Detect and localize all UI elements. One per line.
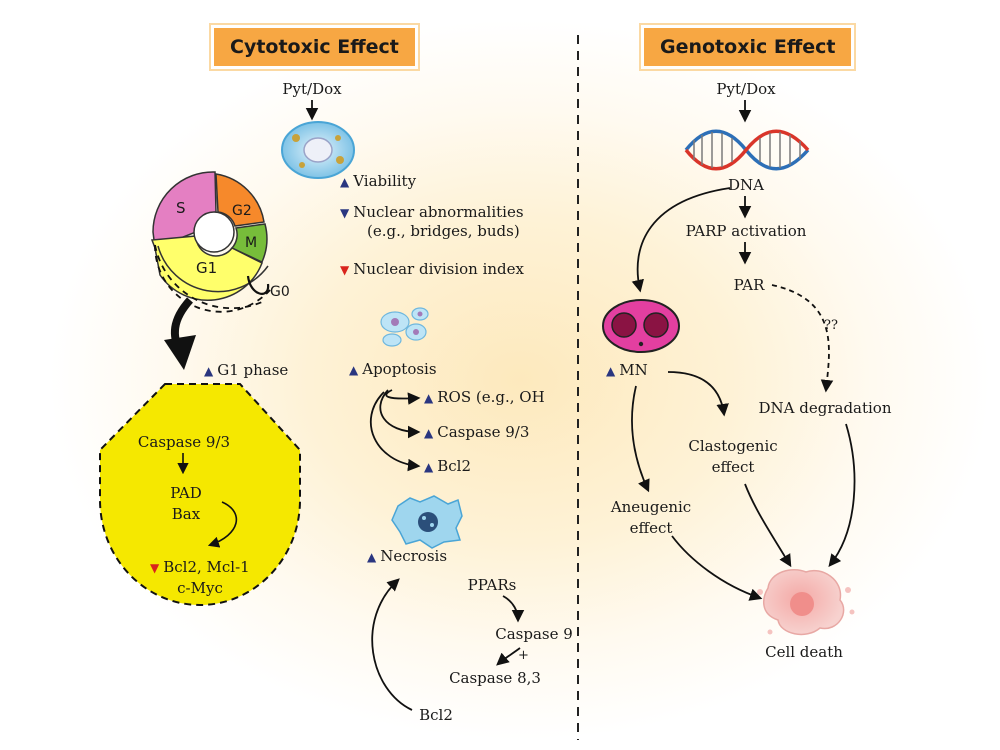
cytotoxic-effect-title: Cytotoxic Effect	[209, 23, 420, 71]
down-arrow-icon: ▼	[340, 263, 350, 277]
phase-g2-label: G2	[232, 203, 252, 219]
necrosis-label: ▲Necrosis	[367, 547, 448, 565]
cell-cycle-diagram	[150, 171, 271, 313]
nuclear-abnormalities-label: ▼Nuclear abnormalities	[340, 203, 524, 221]
parp-activation-label: PARP activation	[685, 222, 807, 240]
phase-g0-label: G0	[270, 284, 290, 300]
plus-sign: +	[518, 648, 529, 663]
mn-label: ▲MN	[606, 361, 648, 379]
down-arrow-icon: ▼	[150, 561, 160, 575]
viability-label: ▲Viability	[340, 172, 417, 190]
g1-phase-label: ▲G1 phase	[204, 361, 289, 379]
up-arrow-icon: ▲	[204, 364, 214, 378]
nuclear-abnormalities-example: (e.g., bridges, buds)	[367, 222, 520, 240]
up-arrow-icon: ▲	[367, 550, 377, 564]
apoptotic-cells-icon	[380, 307, 429, 347]
clastogenic-effect-label: effect	[711, 458, 755, 476]
caspase9-label: Caspase 9	[495, 625, 573, 643]
dna-helix-icon	[684, 129, 810, 171]
genotoxic-effect-title: Genotoxic Effect	[638, 23, 857, 71]
dead-cell-icon	[757, 568, 855, 636]
cmyc-label: c-Myc	[177, 579, 223, 597]
clastogenic-label: Clastogenic	[688, 437, 778, 455]
dna-degradation-label: DNA degradation	[758, 399, 892, 417]
up-arrow-icon: ▲	[424, 460, 434, 474]
left-caspase93-label: Caspase 9/3	[137, 433, 231, 451]
middle-caspase93-label: ▲Caspase 9/3	[424, 423, 530, 441]
middle-pyt-dox-label: Pyt/Dox	[282, 80, 342, 98]
unknown-link-label: ??	[824, 318, 838, 333]
nuclear-division-index-label: ▼Nuclear division index	[340, 260, 524, 278]
caspase83-label: Caspase 8,3	[449, 669, 541, 687]
right-pyt-dox-label: Pyt/Dox	[716, 80, 776, 98]
up-arrow-icon: ▲	[340, 175, 350, 189]
down-arrow-icon: ▼	[340, 206, 350, 220]
apoptosis-label: ▲Apoptosis	[349, 360, 437, 378]
ros-label: ▲ROS (e.g., OH	[424, 388, 545, 406]
middle-bcl2-label: ▲Bcl2	[424, 457, 471, 475]
bax-label: Bax	[171, 505, 201, 523]
phase-g1-label: G1	[196, 259, 218, 277]
aneugenic-effect-label: effect	[629, 519, 673, 537]
necrotic-cell-icon	[391, 495, 463, 549]
cell-death-label: Cell death	[765, 643, 843, 661]
up-arrow-icon: ▲	[424, 391, 434, 405]
micronucleus-cell-icon	[602, 299, 680, 353]
ppars-label: PPARs	[467, 576, 517, 594]
bottom-bcl2-label: Bcl2	[419, 706, 453, 724]
bcl2-mcl1-label: ▼Bcl2, Mcl-1	[150, 558, 250, 576]
pad-label: PAD	[170, 484, 202, 502]
up-arrow-icon: ▲	[349, 363, 359, 377]
g1-pathway-region	[99, 383, 301, 606]
aneugenic-label: Aneugenic	[610, 498, 692, 516]
phase-m-label: M	[245, 235, 258, 251]
up-arrow-icon: ▲	[424, 426, 434, 440]
viable-cell-icon	[281, 121, 355, 179]
dna-label: DNA	[728, 176, 764, 194]
up-arrow-icon: ▲	[606, 364, 616, 378]
phase-s-label: S	[176, 199, 186, 217]
par-label: PAR	[733, 276, 765, 294]
